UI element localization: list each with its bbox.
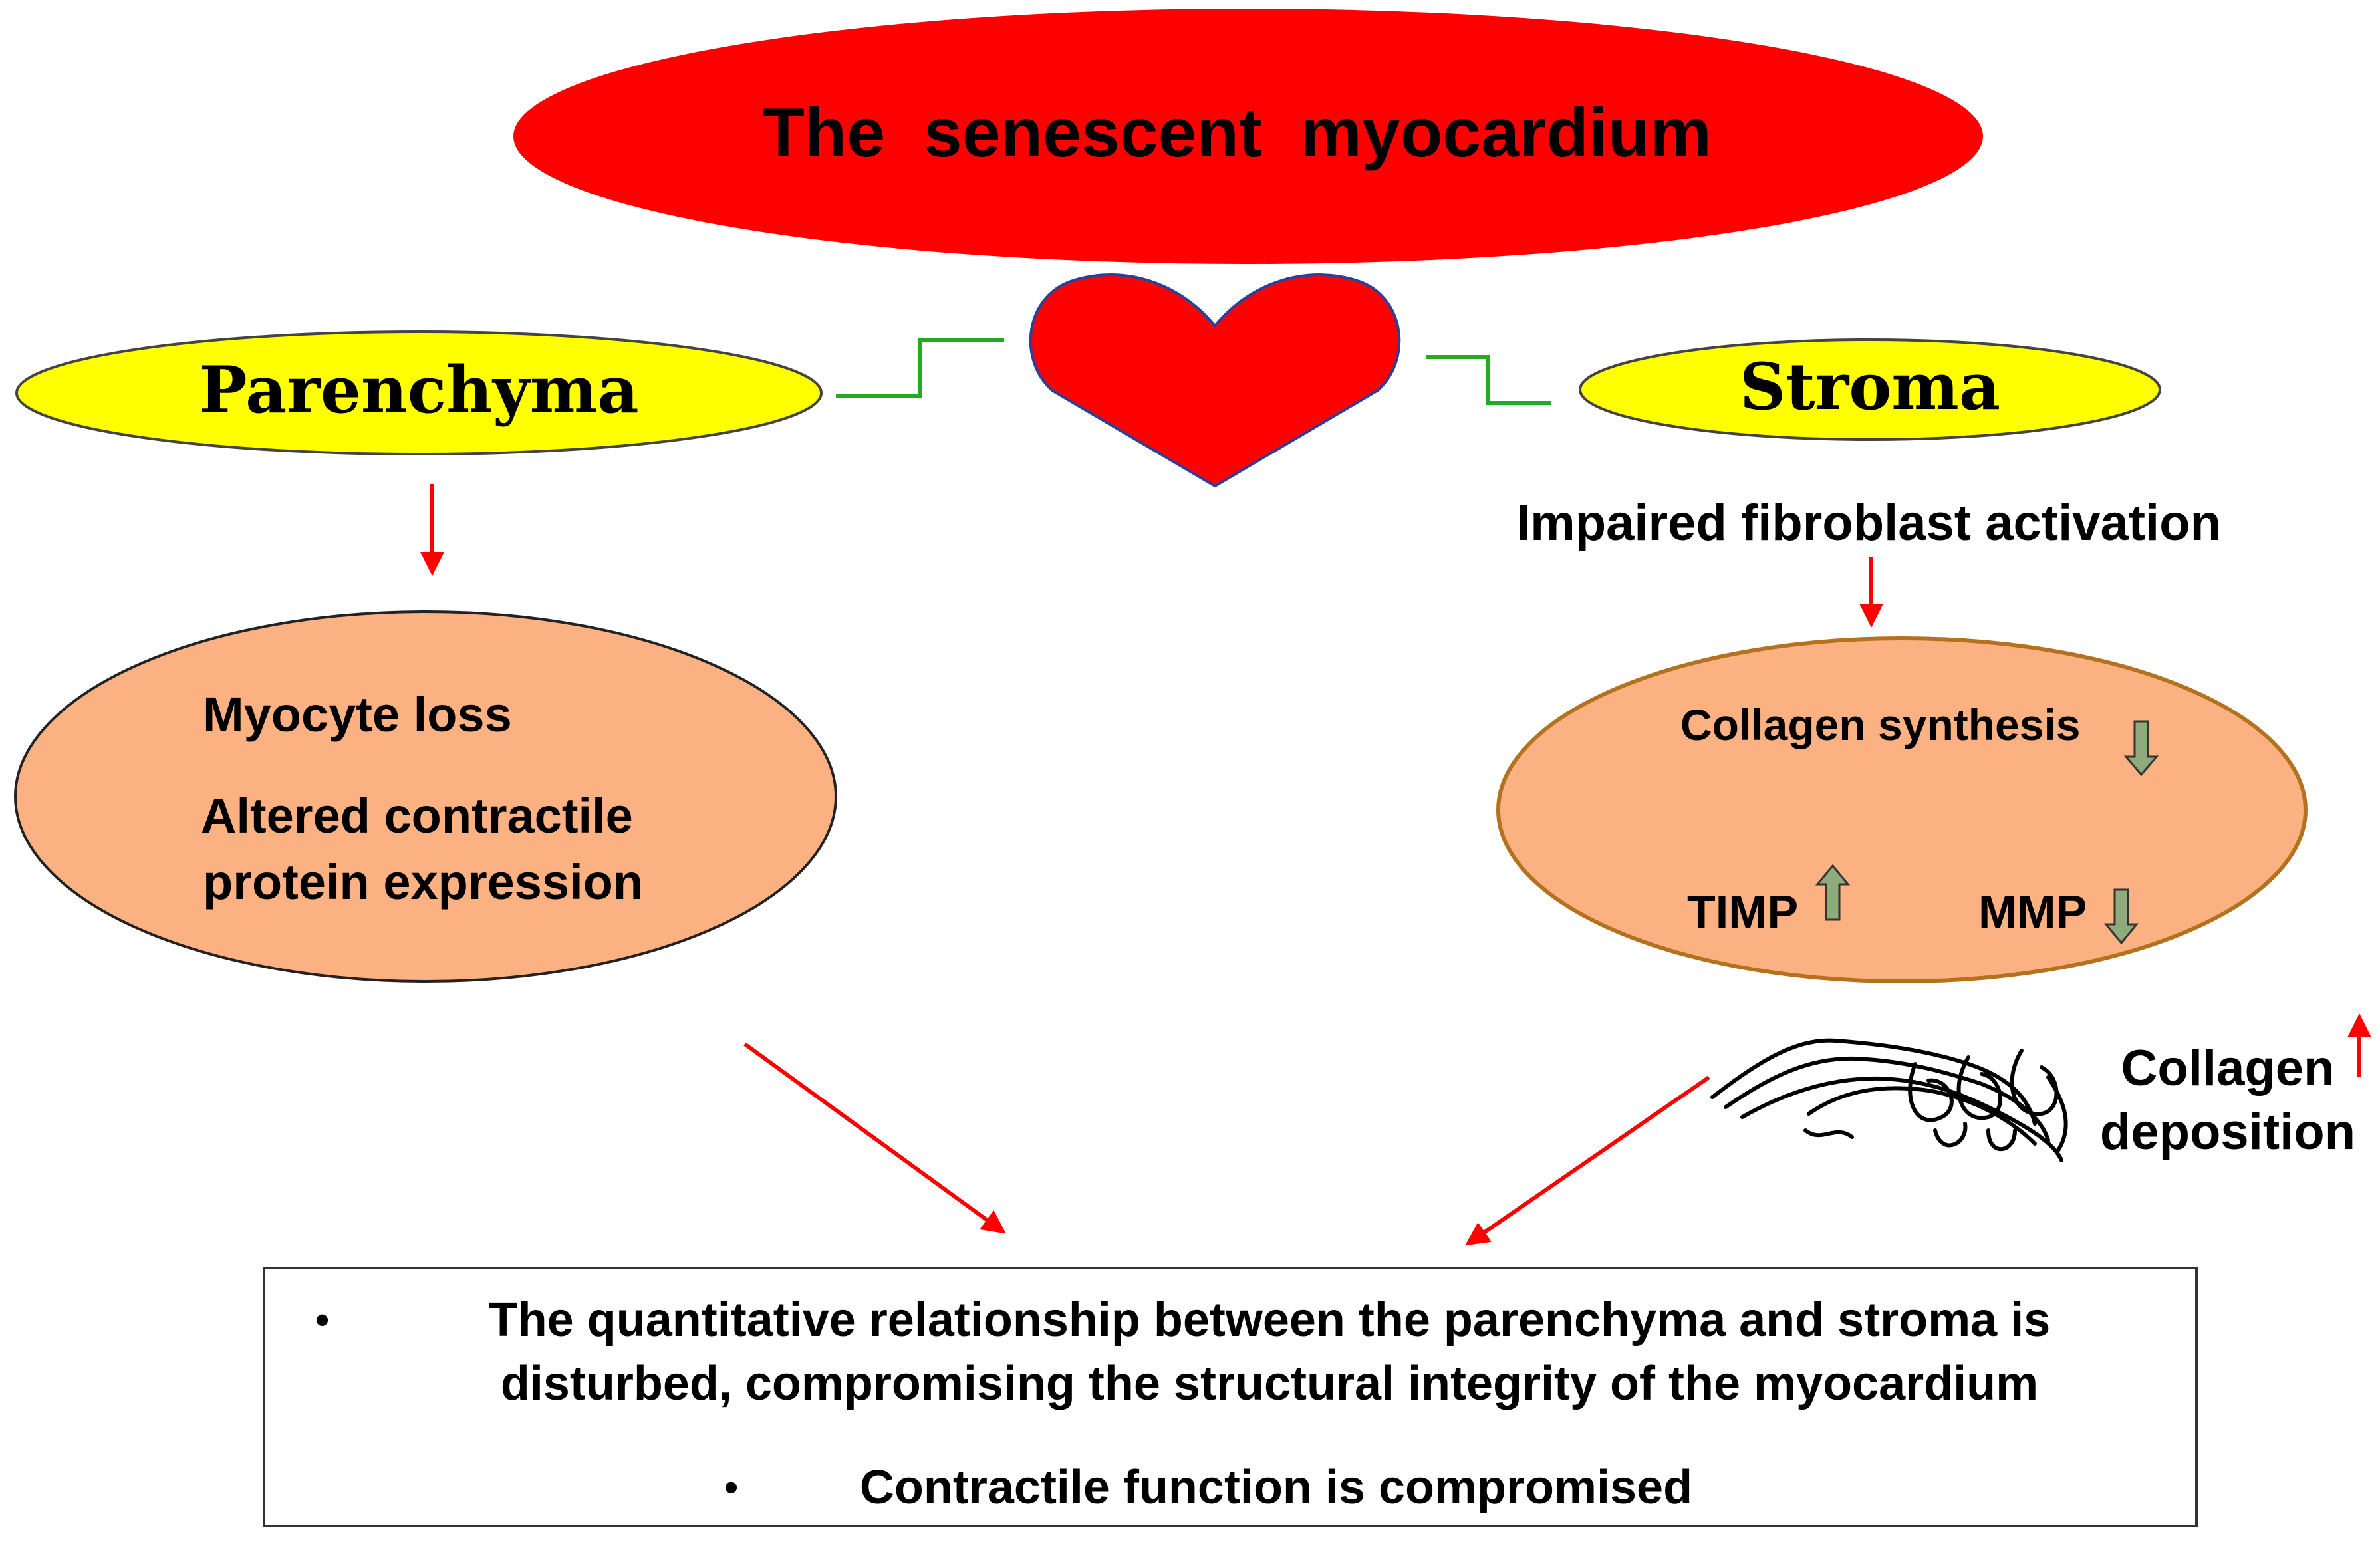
stroma-ellipse xyxy=(1579,338,2161,441)
down-arrow-icon xyxy=(2123,720,2159,777)
stroma-connector xyxy=(1426,355,1551,405)
timp-label: TIMP xyxy=(1687,886,1798,938)
stroma-to-summary-arrow xyxy=(1465,1075,1710,1246)
parenchyma-effects-ellipse xyxy=(14,610,837,983)
parenchyma-label: Parenchyma xyxy=(199,352,638,428)
down-arrow-icon xyxy=(2103,888,2139,945)
collagen-deposition-line1: Collagen xyxy=(2121,1040,2335,1097)
summary-bullet2: Contractile function is compromised xyxy=(859,1461,1693,1514)
collagen-deposition-line2: deposition xyxy=(2100,1104,2355,1160)
up-arrow-icon xyxy=(1815,864,1851,921)
stroma-label: Stroma xyxy=(1740,349,2000,424)
bullet-marker: • xyxy=(724,1465,739,1509)
diagram-title: The senescent myocardium xyxy=(762,94,1712,172)
parenchyma-connector xyxy=(836,338,1004,398)
collagen-synthesis-label: Collagen synthesis xyxy=(1680,700,2081,749)
summary-bullet1-line1: The quantitative relationship between th… xyxy=(488,1293,2051,1347)
heart-icon xyxy=(1029,273,1401,488)
collagen-fiber-icon xyxy=(1710,1038,2068,1162)
effect-myocyte-loss: Myocyte loss xyxy=(203,687,512,742)
stroma-trigger: Impaired fibroblast activation xyxy=(1516,495,2221,551)
effect-protein-expression: protein expression xyxy=(203,854,643,910)
parenchyma-to-summary-arrow xyxy=(743,1042,1006,1234)
title-ellipse xyxy=(513,9,1983,264)
summary-bullet1-line2: disturbed, compromising the structural i… xyxy=(500,1357,2039,1410)
parenchyma-ellipse xyxy=(15,330,823,455)
bullet-marker: • xyxy=(315,1297,330,1342)
summary-box: • The quantitative relationship between … xyxy=(263,1267,2198,1527)
effect-altered-contractile: Altered contractile xyxy=(201,788,633,843)
stroma-effects-ellipse xyxy=(1496,636,2308,983)
mmp-label: MMP xyxy=(1978,886,2087,938)
